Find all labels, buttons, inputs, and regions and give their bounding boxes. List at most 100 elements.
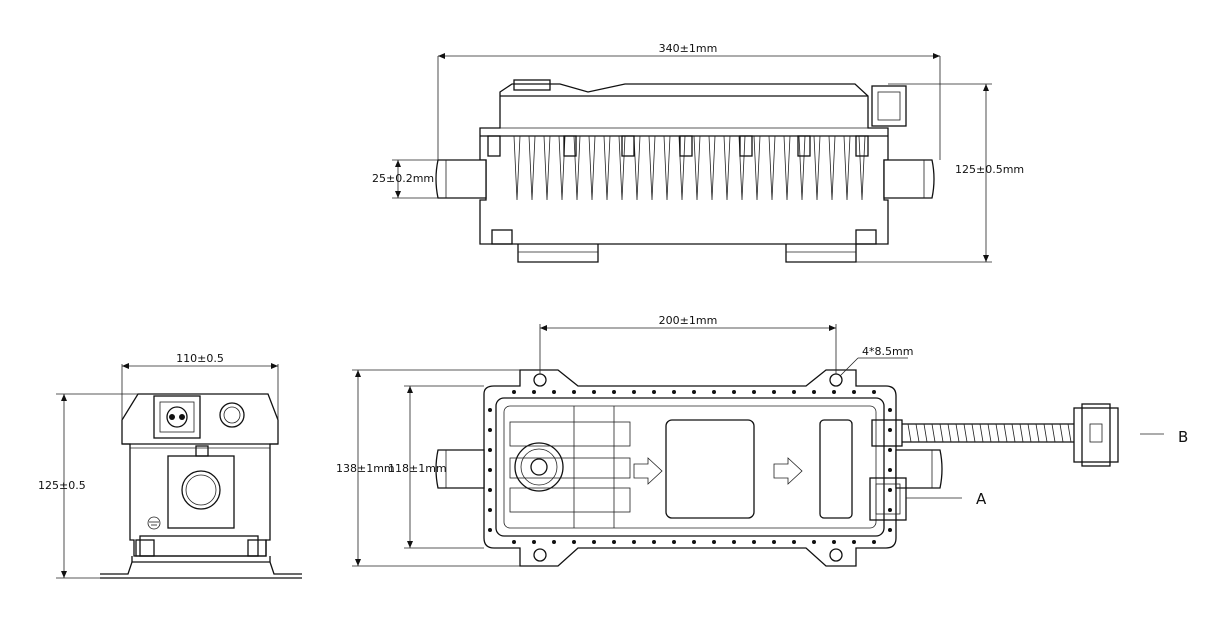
fin	[843, 135, 851, 201]
bolt	[792, 390, 796, 394]
plan-inner-recess	[503, 405, 877, 529]
dim-side-height-label: 125±0.5	[38, 479, 86, 492]
bolt	[672, 540, 676, 544]
side-port-inner	[185, 474, 217, 506]
connector-socket	[166, 406, 188, 428]
plan-view: A B 200±1mm 4*8.5mm 138±1mm 118±1mm	[336, 314, 1188, 567]
bolt	[488, 488, 492, 492]
bolt	[888, 448, 892, 452]
fin	[783, 135, 791, 201]
mount-hole	[533, 548, 547, 562]
bolt	[692, 390, 696, 394]
bolt	[852, 540, 856, 544]
clip-tab	[621, 135, 635, 157]
flow-arrow-icon	[633, 457, 663, 485]
bolt	[532, 540, 536, 544]
bolt	[832, 540, 836, 544]
top-connector	[871, 85, 907, 127]
side-view: 110±0.5 125±0.5	[38, 352, 302, 579]
mount-hole	[533, 373, 547, 387]
corrugation-rib	[1043, 423, 1048, 443]
bolt	[852, 390, 856, 394]
side-connector	[153, 395, 201, 439]
fin	[753, 135, 761, 201]
bolt	[712, 390, 716, 394]
corrugation-rib	[907, 423, 912, 443]
bolt	[532, 390, 536, 394]
fin	[828, 135, 836, 201]
connector-pin	[179, 414, 185, 420]
bolt	[652, 390, 656, 394]
fin	[858, 135, 866, 201]
bolt	[692, 540, 696, 544]
plan-fitting	[514, 442, 564, 492]
side-foot-left	[135, 539, 155, 557]
bolt	[572, 390, 576, 394]
corrugation-rib	[915, 423, 920, 443]
fin	[633, 135, 641, 201]
bolt	[752, 390, 756, 394]
plan-channel	[509, 487, 631, 513]
cable-gland-inner	[223, 406, 241, 424]
connector-b	[1073, 407, 1119, 463]
plan-inner-wall	[495, 397, 885, 537]
right-pipe	[883, 159, 935, 199]
bolt	[812, 390, 816, 394]
fin	[603, 135, 611, 201]
bolt	[752, 540, 756, 544]
side-tab	[195, 445, 209, 457]
bolt	[888, 488, 892, 492]
fin	[768, 135, 776, 201]
callout-a-label: A	[976, 490, 987, 508]
bolt	[732, 390, 736, 394]
flange-bolts	[488, 390, 892, 544]
bolt	[812, 540, 816, 544]
bolt	[732, 540, 736, 544]
plan-left-pipe	[435, 449, 485, 489]
cooling-fins	[513, 135, 866, 201]
fin	[693, 135, 701, 201]
left-foot	[517, 244, 599, 263]
mount-hole	[829, 548, 843, 562]
bolt	[888, 408, 892, 412]
bolt	[488, 528, 492, 532]
fin	[798, 135, 806, 201]
side-mount-bracket	[100, 561, 302, 575]
clip-tab	[563, 135, 577, 157]
bolt	[592, 390, 596, 394]
corrugation-rib	[923, 423, 928, 443]
clip-tab	[487, 135, 501, 157]
fin	[543, 135, 551, 201]
bolt	[888, 528, 892, 532]
connector-a-inner	[875, 483, 901, 515]
corrugation-rib	[947, 423, 952, 443]
bolt	[832, 390, 836, 394]
bolt	[872, 540, 876, 544]
corrugation-rib	[1067, 423, 1072, 443]
plan-channel	[509, 421, 631, 447]
connector-pin	[169, 414, 175, 420]
bolt	[592, 540, 596, 544]
side-base	[139, 535, 259, 557]
fin	[648, 135, 656, 201]
fin	[528, 135, 536, 201]
dim-outer-label: 138±1mm	[336, 462, 395, 475]
bolt	[888, 508, 892, 512]
corrugation-rib	[1019, 423, 1024, 443]
corrugation-rib	[939, 423, 944, 443]
corrugation-rib	[1051, 423, 1056, 443]
dim-length-label: 340±1mm	[659, 42, 718, 55]
fin	[723, 135, 731, 201]
plan-cable-gland	[871, 419, 903, 447]
corrugation-rib	[971, 423, 976, 443]
bolt	[488, 408, 492, 412]
right-foot	[785, 244, 857, 263]
hole-size-label: 4*8.5mm	[862, 345, 913, 358]
bolt	[872, 390, 876, 394]
plan-window-right	[819, 419, 853, 519]
bolt	[488, 468, 492, 472]
plan-fitting-ring	[520, 448, 558, 486]
connector-b-latch	[1089, 423, 1103, 443]
bolt	[632, 390, 636, 394]
